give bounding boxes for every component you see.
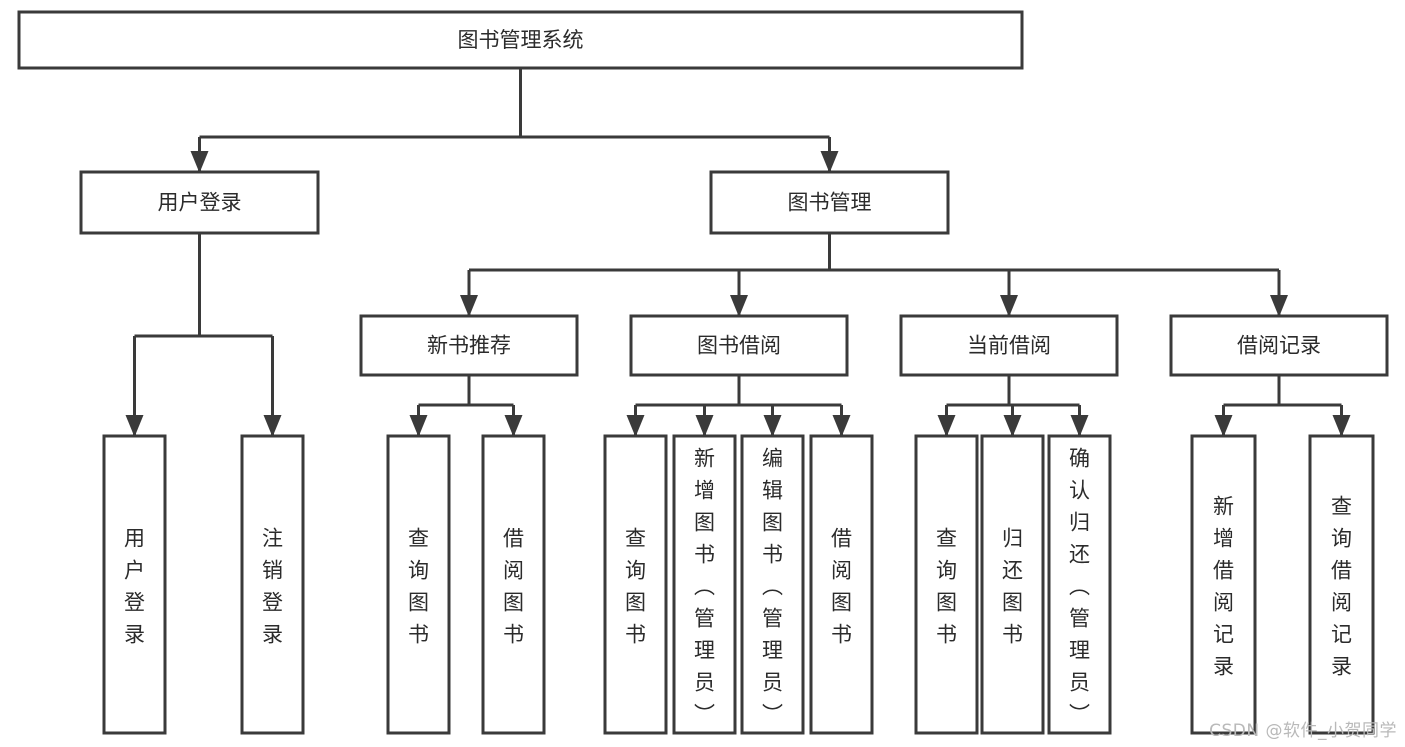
node-box-new-book-rec[interactable] (359, 314, 579, 377)
node-box-leaf-query-book-1[interactable] (386, 434, 451, 735)
node-label-leaf-query-book-3: 查询图书 (936, 526, 957, 646)
node-box-leaf-query-book-3[interactable] (914, 434, 979, 735)
node-label-leaf-edit-book: 编辑图书︵管理员︶ (762, 446, 783, 726)
node-label-root: 图书管理系统 (458, 28, 584, 52)
node-label-leaf-query-book-1: 查询图书 (408, 526, 429, 646)
node-leaf-query-record[interactable]: 查询借阅记录 (1308, 434, 1375, 735)
node-label-book-borrow: 图书借阅 (697, 334, 781, 358)
node-leaf-query-book-3[interactable]: 查询图书 (914, 434, 979, 735)
node-leaf-borrow-book-2[interactable]: 借阅图书 (809, 434, 874, 735)
node-leaf-query-book-1[interactable]: 查询图书 (386, 434, 451, 735)
node-label-user-login: 用户登录 (158, 191, 242, 215)
node-box-leaf-add-book[interactable] (672, 434, 737, 735)
node-leaf-user-login[interactable]: 用户登录 (102, 434, 167, 735)
node-label-leaf-add-record: 新增借阅记录 (1213, 494, 1234, 678)
node-box-borrow-record[interactable] (1169, 314, 1389, 377)
node-label-leaf-query-book-2: 查询图书 (625, 526, 646, 646)
edge-layer (125, 68, 1351, 437)
node-leaf-edit-book[interactable]: 编辑图书︵管理员︶ (740, 434, 805, 735)
node-leaf-logout[interactable]: 注销登录 (240, 434, 305, 735)
node-box-leaf-borrow-book-1[interactable] (481, 434, 546, 735)
node-leaf-confirm-return[interactable]: 确认归还︵管理员︶ (1047, 434, 1112, 735)
node-leaf-add-record[interactable]: 新增借阅记录 (1190, 434, 1257, 735)
node-box-leaf-borrow-book-2[interactable] (809, 434, 874, 735)
node-root[interactable]: 图书管理系统 (17, 10, 1024, 70)
node-box-book-borrow[interactable] (629, 314, 849, 377)
node-book-manage[interactable]: 图书管理 (709, 170, 950, 235)
node-box-leaf-query-book-2[interactable] (603, 434, 668, 735)
node-new-book-rec[interactable]: 新书推荐 (359, 314, 579, 377)
node-box-leaf-return-book[interactable] (980, 434, 1045, 735)
node-box-root[interactable] (17, 10, 1024, 70)
node-label-leaf-add-book: 新增图书︵管理员︶ (694, 446, 715, 726)
node-borrow-record[interactable]: 借阅记录 (1169, 314, 1389, 377)
node-label-leaf-confirm-return: 确认归还︵管理员︶ (1069, 446, 1090, 726)
node-label-leaf-user-login: 用户登录 (124, 526, 145, 646)
node-label-leaf-borrow-book-2: 借阅图书 (831, 526, 852, 646)
node-label-borrow-record: 借阅记录 (1237, 334, 1321, 358)
node-leaf-query-book-2[interactable]: 查询图书 (603, 434, 668, 735)
node-box-current-borrow[interactable] (899, 314, 1119, 377)
node-label-leaf-borrow-book-1: 借阅图书 (503, 526, 524, 646)
node-box-user-login[interactable] (79, 170, 320, 235)
node-label-book-manage: 图书管理 (788, 191, 872, 215)
node-box-leaf-add-record[interactable] (1190, 434, 1257, 735)
node-box-book-manage[interactable] (709, 170, 950, 235)
node-layer: 图书管理系统用户登录图书管理新书推荐图书借阅当前借阅借阅记录用户登录注销登录查询… (17, 10, 1389, 735)
node-leaf-add-book[interactable]: 新增图书︵管理员︶ (672, 434, 737, 735)
node-user-login[interactable]: 用户登录 (79, 170, 320, 235)
node-box-leaf-edit-book[interactable] (740, 434, 805, 735)
node-label-new-book-rec: 新书推荐 (427, 334, 511, 358)
node-box-leaf-user-login[interactable] (102, 434, 167, 735)
node-label-leaf-return-book: 归还图书 (1002, 526, 1023, 646)
node-current-borrow[interactable]: 当前借阅 (899, 314, 1119, 377)
node-leaf-borrow-book-1[interactable]: 借阅图书 (481, 434, 546, 735)
node-box-leaf-confirm-return[interactable] (1047, 434, 1112, 735)
node-box-leaf-logout[interactable] (240, 434, 305, 735)
node-book-borrow[interactable]: 图书借阅 (629, 314, 849, 377)
node-label-leaf-logout: 注销登录 (262, 526, 283, 646)
node-leaf-return-book[interactable]: 归还图书 (980, 434, 1045, 735)
node-label-leaf-query-record: 查询借阅记录 (1331, 494, 1352, 678)
node-label-current-borrow: 当前借阅 (967, 334, 1051, 358)
node-box-leaf-query-record[interactable] (1308, 434, 1375, 735)
